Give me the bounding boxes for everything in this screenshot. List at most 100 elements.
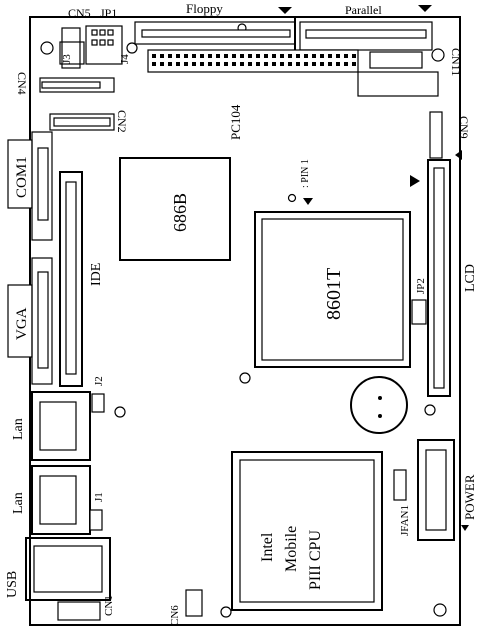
label-jfan1: JFAN1 (399, 505, 411, 536)
label-com1: COM1 (14, 156, 30, 198)
floppy-connector-inner (141, 29, 291, 38)
mounting-hole-tl (40, 41, 54, 55)
pc104-pin (328, 54, 332, 58)
pc104-pin (344, 54, 348, 58)
pc104-pin (272, 62, 276, 66)
pc104-pin (232, 62, 236, 66)
label-cpu-1: Intel (259, 532, 276, 562)
jumper-j1 (89, 509, 103, 531)
lan-port-2 (31, 465, 91, 535)
label-cn2: CN2 (115, 110, 129, 133)
power-pin-arrow (461, 525, 469, 531)
mounting-hole-ml (239, 372, 251, 384)
pc104-pin (336, 54, 340, 58)
pc104-pin (152, 54, 156, 58)
pc104-pin (160, 54, 164, 58)
pc104-pin (296, 62, 300, 66)
mounting-hole-mr (424, 404, 436, 416)
pc104-pin (192, 62, 196, 66)
label-j2: J2 (93, 376, 105, 386)
pc104-pin (240, 54, 244, 58)
pc104-pin (240, 62, 244, 66)
label-cn6: CN6 (169, 605, 181, 626)
pc104-pin (296, 54, 300, 58)
jumper-jp2 (411, 299, 427, 325)
label-cn9: CN9 (457, 116, 471, 139)
lan-port-1 (31, 391, 91, 461)
pc104-pin (216, 62, 220, 66)
label-686b: 686B (170, 193, 190, 232)
label-cn1: CN1 (103, 595, 115, 616)
pc104-pin (192, 54, 196, 58)
pc104-pin (208, 54, 212, 58)
board-outline (29, 16, 461, 626)
pc104-pin (176, 62, 180, 66)
pc104-pin (312, 54, 316, 58)
connector-cn6 (185, 589, 203, 617)
pc104-pin (344, 62, 348, 66)
pc104-pin (320, 62, 324, 66)
pc104-pin (264, 54, 268, 58)
pin1-arrow (303, 198, 313, 205)
pc104-pin (208, 62, 212, 66)
battery (350, 376, 408, 434)
pc104-pin (280, 62, 284, 66)
label-cpu-2: Mobile (283, 526, 300, 572)
pc104-pin (288, 54, 292, 58)
label-power: POWER (462, 474, 477, 520)
label-vga: VGA (14, 307, 30, 340)
connector-cn2 (49, 113, 115, 131)
pc104-pin (336, 62, 340, 66)
label-j1: J1 (93, 492, 105, 502)
mounting-hole-pin1 (287, 193, 297, 203)
com1-connector (31, 131, 53, 241)
pc104-pin (184, 62, 188, 66)
pc104-pin (248, 54, 252, 58)
mounting-hole-cpu (220, 606, 232, 618)
label-cn11: CN11 (449, 48, 463, 76)
chip-686b (119, 157, 231, 261)
pc104-connector-right (357, 71, 439, 97)
connector-cn11 (369, 51, 423, 69)
pc104-pin (256, 54, 260, 58)
pc104-pin (312, 62, 316, 66)
jumper-j3 (59, 41, 85, 65)
label-j3: J3 (61, 54, 73, 64)
pc104-pin (280, 54, 284, 58)
label-parallel: Parallel (345, 3, 382, 17)
connector-cn5 (61, 27, 81, 69)
pc104-pin (160, 62, 164, 66)
pc104-pin (352, 54, 356, 58)
pc104-pins (152, 54, 356, 66)
pc104-pin (248, 62, 252, 66)
mounting-hole-tm (126, 42, 138, 54)
lcd-connector (427, 159, 451, 397)
connector-cn1 (57, 601, 101, 621)
parallel-pin-arrow (418, 5, 432, 12)
pc104-pin (152, 62, 156, 66)
pc104-pin (304, 54, 308, 58)
pc104-pin (184, 54, 188, 58)
pc104-pin (224, 62, 228, 66)
pc104-pin (176, 54, 180, 58)
label-cn5: CN5 (68, 6, 91, 20)
mounting-hole-br (433, 603, 447, 617)
cpu-module (231, 451, 383, 611)
parallel-connector (299, 21, 433, 51)
cn9-pin-arrow (455, 150, 462, 160)
pc104-connector (147, 49, 359, 73)
connector-cn9 (429, 111, 443, 159)
label-jp1: JP1 (100, 6, 117, 20)
pc104-pin (232, 54, 236, 58)
jfan1-connector (393, 469, 407, 501)
pc104-pin (200, 62, 204, 66)
power-connector (417, 439, 455, 541)
vga-port (7, 284, 33, 358)
connector-cn4 (39, 77, 115, 93)
floppy-pin-arrow (278, 7, 292, 14)
pc104-pin (264, 62, 268, 66)
label-cn4: CN4 (15, 72, 29, 95)
pc104-pin (200, 54, 204, 58)
chip-8601t (254, 211, 411, 368)
